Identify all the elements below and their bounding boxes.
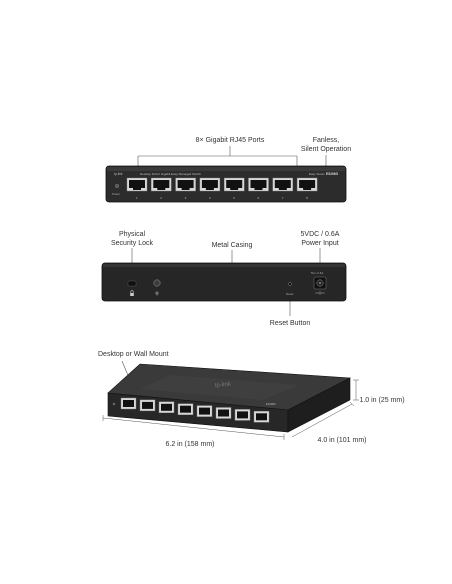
front-easy-smart: Easy Smart [309,172,325,176]
dimension-width-label: 6.2 in (158 mm) [165,441,215,448]
rear-power-rating: 5V⎓ 0.6A [311,271,323,275]
port-number-6: 6 [258,196,260,200]
front-power-label: Power [112,192,120,196]
security-lock-slot [127,280,137,287]
front-panel: tp-link Desktop 8-Port Gigabit Easy Mana… [105,165,347,203]
perspective-port-7 [234,409,251,421]
rj45-port-2[interactable] [151,177,172,192]
perspective-port-3 [158,401,175,413]
port-number-1: 1 [136,196,138,200]
perspective-port-row [120,397,270,423]
front-description: Desktop 8-Port Gigabit Easy Managed Swit… [140,172,201,176]
front-port-numbers: 1 2 3 4 5 6 7 8 [136,196,308,200]
lock-icon [130,290,134,296]
rj45-port-3[interactable] [175,177,196,192]
port-number-7: 7 [282,196,284,200]
callout-lock-label-1: Physical [118,231,146,238]
ground-screw-icon [153,279,161,287]
perspective-brand: tp-link [215,382,232,389]
callout-fanless-label-1: Fanless, [312,137,340,144]
rj45-port-1[interactable] [126,177,148,192]
port-number-2: 2 [160,196,162,200]
dimension-depth-label: 4.0 in (101 mm) [317,437,367,444]
callout-power-label-1: 5VDC / 0.6A [300,231,340,238]
perspective-port-1 [120,397,137,410]
rear-reset-label: Reset [286,292,294,296]
power-led-icon [114,183,119,188]
port-number-8: 8 [306,196,308,200]
callout-mount-label: Desktop or Wall Mount [98,351,169,358]
port-number-3: 3 [185,196,187,200]
perspective-port-6 [215,407,232,419]
callout-power-label-2: Power Input [301,240,339,247]
reset-button [288,282,292,286]
callout-lock-label-2: Security Lock [110,240,154,247]
port-number-5: 5 [233,196,235,200]
perspective-port-8 [253,411,270,423]
perspective-model: ES208G [266,402,276,406]
perspective-switch: tp-link ES208G [107,363,352,433]
rj45-port-7[interactable] [272,177,293,192]
perspective-port-4 [177,403,194,415]
port-number-4: 4 [209,196,211,200]
ground-symbol-icon [155,291,159,296]
rear-panel: Reset 5V⎓ 0.6A [101,262,347,302]
dc-polarity-icon [315,291,325,295]
front-port-row [126,177,318,192]
rj45-port-5[interactable] [223,177,245,192]
callout-ports-label: 8× Gigabit RJ45 Ports [195,137,265,144]
rj45-port-4[interactable] [199,177,221,192]
dimension-height-label: 1.0 in (25 mm) [359,397,405,404]
perspective-power-led-icon [112,402,116,406]
rj45-port-8[interactable] [296,177,318,192]
rj45-port-6[interactable] [248,177,269,192]
dimension-lines [102,379,359,440]
callout-fanless-label-2: Silent Operation [300,146,352,153]
callout-casing-label: Metal Casing [211,242,253,249]
callout-reset-label: Reset Button [269,320,311,327]
front-brand: tp-link [114,172,123,176]
perspective-port-5 [196,405,213,417]
front-leaders [137,146,327,170]
front-model: ES208G [326,172,339,176]
perspective-port-2 [139,399,156,412]
